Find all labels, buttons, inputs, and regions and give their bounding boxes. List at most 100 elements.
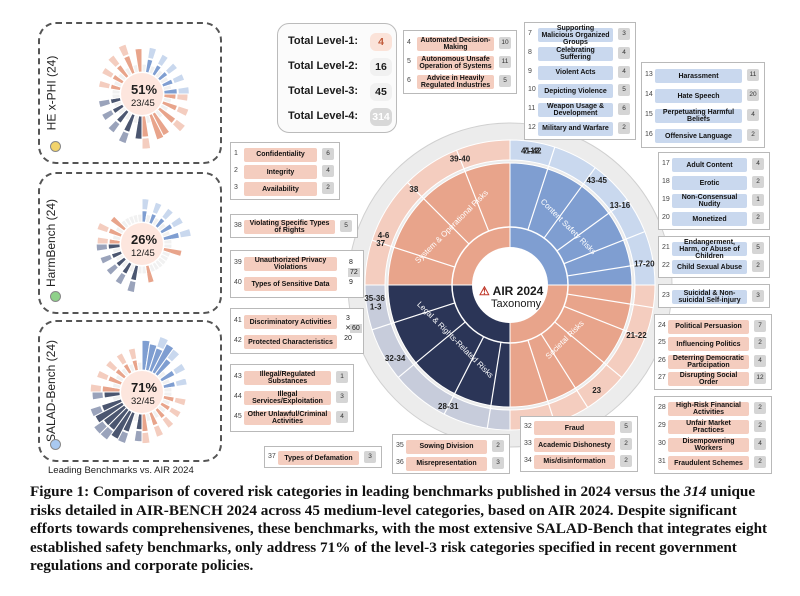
category-count: 11: [499, 56, 511, 68]
category-label: Suicidal & Non-suicidal Self-injury: [672, 290, 747, 304]
warning-icon: ⚠: [479, 284, 490, 298]
category-label: Fraudulent Schemes: [668, 456, 749, 470]
benchmark-sunburst-outer: [171, 72, 186, 85]
benchmark-sunburst-outer: [170, 215, 185, 229]
times-icon: ✕: [345, 325, 351, 332]
category-count: 4: [336, 411, 348, 423]
level3-divider: [540, 333, 589, 408]
benchmark-sunburst-outer: [96, 236, 110, 245]
benchmark-sunburst-segment: [163, 386, 173, 393]
benchmark-sunburst-outer: [117, 43, 130, 58]
benchmark-sunburst-outer: [166, 348, 181, 363]
category-number: 10: [528, 86, 536, 94]
category-label: Fraud: [534, 421, 615, 436]
level2-range-label: 4-6: [378, 231, 390, 240]
category-count: 10: [499, 36, 511, 49]
category-label: Misrepresentation: [406, 456, 487, 471]
category-count: 4: [618, 47, 630, 59]
benchmark-sunburst-outer: [95, 243, 109, 252]
category-number: 7: [528, 30, 532, 38]
category-label: Monetized: [672, 212, 747, 226]
total-level-4: Total Level-4:314: [284, 108, 394, 126]
category-label: Protected Characteristics: [244, 335, 337, 349]
category-label: Depicting Violence: [538, 84, 613, 99]
category-count: 2: [754, 420, 766, 432]
category-label: Unfair Market Practices: [668, 420, 749, 434]
benchmark-name: HE x-PHI (24): [44, 55, 58, 131]
category-item-4: 4 Automated Decision-Making 10: [404, 36, 516, 51]
benchmark-sunburst-outer: [178, 227, 192, 239]
benchmark-name: SALAD-Bench (24): [44, 339, 59, 443]
category-count: 2: [322, 182, 334, 195]
category-count: 5: [752, 242, 764, 254]
category-label: Automated Decision-Making: [417, 36, 494, 51]
category-number: 15: [645, 111, 653, 118]
category-number: 4: [407, 38, 411, 46]
category-number: 11: [528, 105, 536, 112]
category-number: 19: [662, 196, 670, 203]
category-label: Endangerment, Harm, or Abuse of Children: [672, 239, 747, 260]
category-number: 26: [658, 356, 666, 364]
benchmark-sunburst-outer: [126, 279, 137, 294]
level3-divider: [397, 321, 466, 378]
category-count: 2: [620, 438, 632, 450]
level2-range-label: 1-3: [370, 302, 382, 311]
category-number: 22: [662, 262, 670, 269]
benchmark-sunburst-outer: [173, 396, 187, 407]
level2-range-label: 37: [376, 239, 385, 248]
benchmark-center: [121, 223, 163, 265]
figure-caption: Figure 1: Comparison of covered risk cat…: [30, 483, 775, 576]
benchmark-card-hex-phi: HE x-PHI (24) 51% 23/45: [38, 22, 222, 164]
benchmark-sunburst-outer: [156, 53, 170, 68]
category-count: 2: [620, 454, 632, 467]
benchmark-sunburst-outer: [97, 98, 112, 109]
benchmark-fraction: 23/45: [131, 98, 155, 109]
level3-divider: [371, 302, 456, 331]
benchmark-sunburst-outer: [127, 347, 138, 361]
category-number: 34: [524, 456, 532, 464]
level3-divider: [554, 321, 623, 378]
benchmark-percent: 51%: [131, 82, 158, 97]
benchmark-sunburst-outer: [160, 207, 175, 222]
multiplier-a: 8: [349, 259, 353, 266]
level3-divider: [486, 342, 502, 429]
category-number: 9: [528, 67, 532, 75]
category-number: 17: [662, 160, 670, 167]
benchmark-sunburst-outer: [161, 415, 175, 430]
benchmark-sunburst-segment: [111, 93, 121, 100]
category-count: 5: [499, 75, 511, 88]
level2-range-label: 7-12: [523, 147, 540, 156]
level-totals-panel: Total Level-1:4 Total Level-2:16 Total L…: [277, 23, 397, 133]
level2-range-label: 17-20: [634, 260, 655, 269]
category-label: Discriminatory Activities: [244, 315, 337, 329]
level-ring-divider: [451, 226, 569, 344]
leading-benchmarks-caption: Leading Benchmarks vs. AIR 2024: [48, 465, 194, 476]
category-number: 37: [268, 453, 276, 460]
category-count: 6: [322, 147, 334, 160]
category-label: Types of Sensitive Data: [244, 277, 337, 291]
benchmark-sunburst-segment: [136, 361, 143, 371]
category-label: Violent Acts: [538, 65, 613, 80]
category-label: Adult Content: [672, 158, 747, 172]
category-label: Offensive Language: [655, 129, 742, 143]
